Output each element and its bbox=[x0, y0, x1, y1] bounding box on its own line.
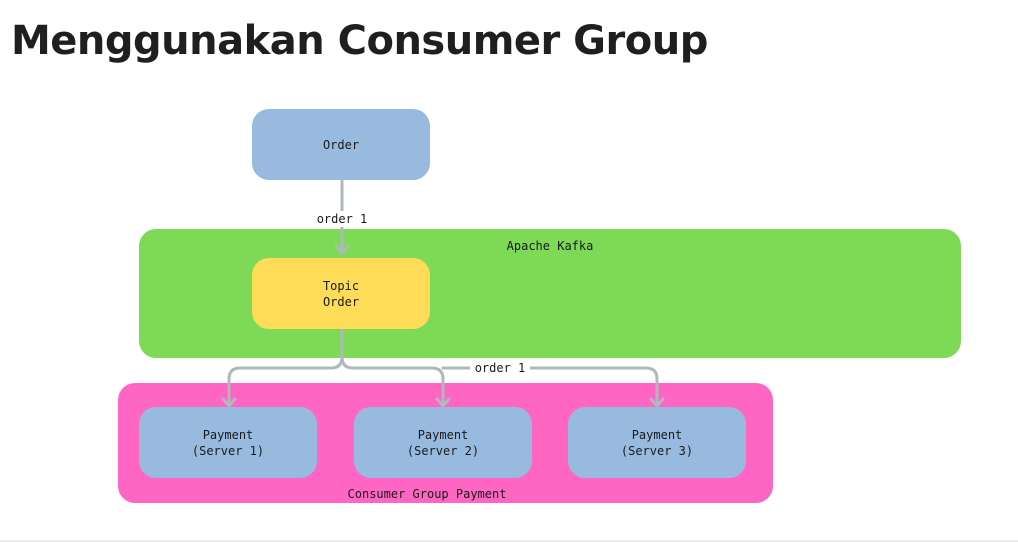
consumer-2-label-line1: Payment bbox=[418, 428, 469, 442]
producer-label: Order bbox=[323, 138, 359, 152]
producer-node-order bbox=[252, 109, 430, 180]
topic-label-line1: Topic bbox=[323, 279, 359, 293]
arrow-label-order-to-consumers: order 1 bbox=[475, 361, 526, 375]
consumer-node-server-3 bbox=[568, 407, 746, 478]
consumer-group-label: Consumer Group Payment bbox=[348, 487, 507, 501]
consumer-3-label-line1: Payment bbox=[632, 428, 683, 442]
kafka-label: Apache Kafka bbox=[507, 239, 594, 253]
arrows-topic-to-consumers bbox=[221, 326, 665, 408]
consumer-1-label-line1: Payment bbox=[203, 428, 254, 442]
bottom-divider bbox=[0, 540, 1018, 542]
topic-node-order bbox=[252, 258, 430, 329]
page-title: Menggunakan Consumer Group bbox=[11, 18, 708, 64]
consumer-2-label-line2: (Server 2) bbox=[407, 444, 479, 458]
arrow-to-server-3 bbox=[441, 366, 659, 406]
arrow-label-background bbox=[470, 360, 530, 376]
arrow-label-order-to-kafka: order 1 bbox=[317, 212, 368, 226]
topic-label-line2: Order bbox=[323, 295, 359, 309]
arrow-label-background bbox=[312, 211, 372, 227]
arrow-to-server-2 bbox=[340, 355, 445, 406]
consumer-node-server-2 bbox=[354, 407, 532, 478]
consumer-node-server-1 bbox=[139, 407, 317, 478]
consumer-3-label-line2: (Server 3) bbox=[621, 444, 693, 458]
consumer-1-label-line2: (Server 1) bbox=[192, 444, 264, 458]
